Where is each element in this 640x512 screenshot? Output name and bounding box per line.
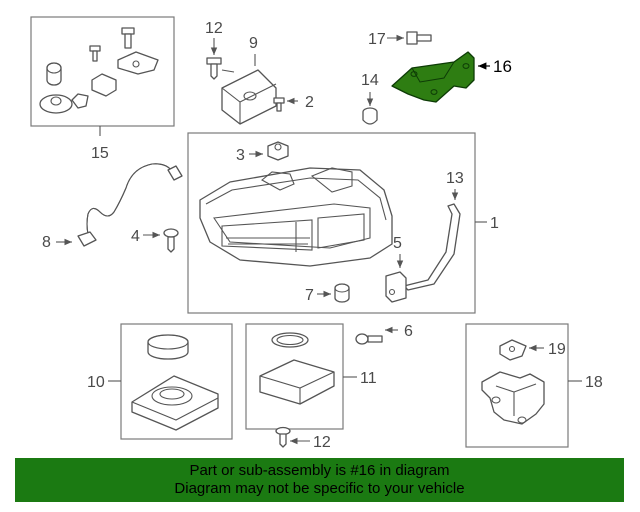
- part-11-cover-and-seal[interactable]: [259, 332, 335, 405]
- part-19-clip[interactable]: 19: [499, 339, 566, 361]
- callout-13: 13: [446, 170, 464, 187]
- callout-10: 10: [87, 374, 105, 391]
- part-9-control-module[interactable]: 9: [221, 35, 277, 125]
- part-18-mount[interactable]: [481, 371, 545, 425]
- callout-1: 1: [490, 215, 499, 232]
- part-16-bracket[interactable]: 16: [391, 51, 512, 103]
- callout-7: 7: [305, 287, 314, 304]
- group-box-18: 19 18: [465, 323, 603, 448]
- callout-3: 3: [236, 147, 245, 164]
- part-13-trim-strip[interactable]: 13: [403, 170, 464, 291]
- part-15-kit[interactable]: [39, 27, 159, 114]
- callout-4: 4: [131, 228, 140, 245]
- callout-12-top: 12: [205, 20, 223, 37]
- callout-8: 8: [42, 234, 51, 251]
- callout-2: 2: [305, 94, 314, 111]
- part-5-bracket[interactable]: 5: [385, 235, 407, 303]
- banner-line-1: Part or sub-assembly is #16 in diagram: [189, 462, 450, 479]
- part-17-bolt[interactable]: 17: [368, 31, 432, 48]
- group-box-10: 10: [87, 323, 233, 440]
- callout-14: 14: [361, 72, 379, 89]
- group-box-15: 15: [30, 16, 175, 162]
- banner-line-2: Diagram may not be specific to your vehi…: [174, 480, 465, 497]
- callout-15: 15: [91, 145, 109, 162]
- bracket-16-shape: [391, 51, 475, 103]
- part-12-screw-top[interactable]: 12: [205, 20, 235, 80]
- part-8-wire-harness[interactable]: 8: [42, 163, 183, 251]
- part-3-nut[interactable]: 3: [236, 141, 289, 164]
- callout-16: 16: [493, 57, 512, 76]
- part-7-plug[interactable]: 7: [305, 283, 350, 304]
- callout-18: 18: [585, 374, 603, 391]
- part-2-screw[interactable]: 2: [273, 94, 314, 112]
- callout-17: 17: [368, 31, 386, 48]
- group-box-1-headlamp: 1 3 13 5: [187, 132, 499, 314]
- part-14-grommet[interactable]: 14: [361, 72, 379, 125]
- callout-9: 9: [249, 35, 258, 52]
- info-banner: Part or sub-assembly is #16 in diagram D…: [15, 458, 624, 502]
- part-headlamp-housing[interactable]: [199, 167, 393, 267]
- callout-5: 5: [393, 235, 402, 252]
- part-12-screw-bottom[interactable]: 12: [275, 426, 331, 452]
- callout-6: 6: [404, 323, 413, 340]
- part-4-screw[interactable]: 4: [131, 228, 179, 253]
- callout-19: 19: [548, 341, 566, 358]
- part-10-cap-and-housing[interactable]: [131, 334, 219, 431]
- part-6-screw[interactable]: 6: [355, 323, 413, 345]
- callout-11: 11: [360, 370, 377, 387]
- group-box-11: 11: [245, 323, 377, 430]
- callout-12-bottom: 12: [313, 434, 331, 451]
